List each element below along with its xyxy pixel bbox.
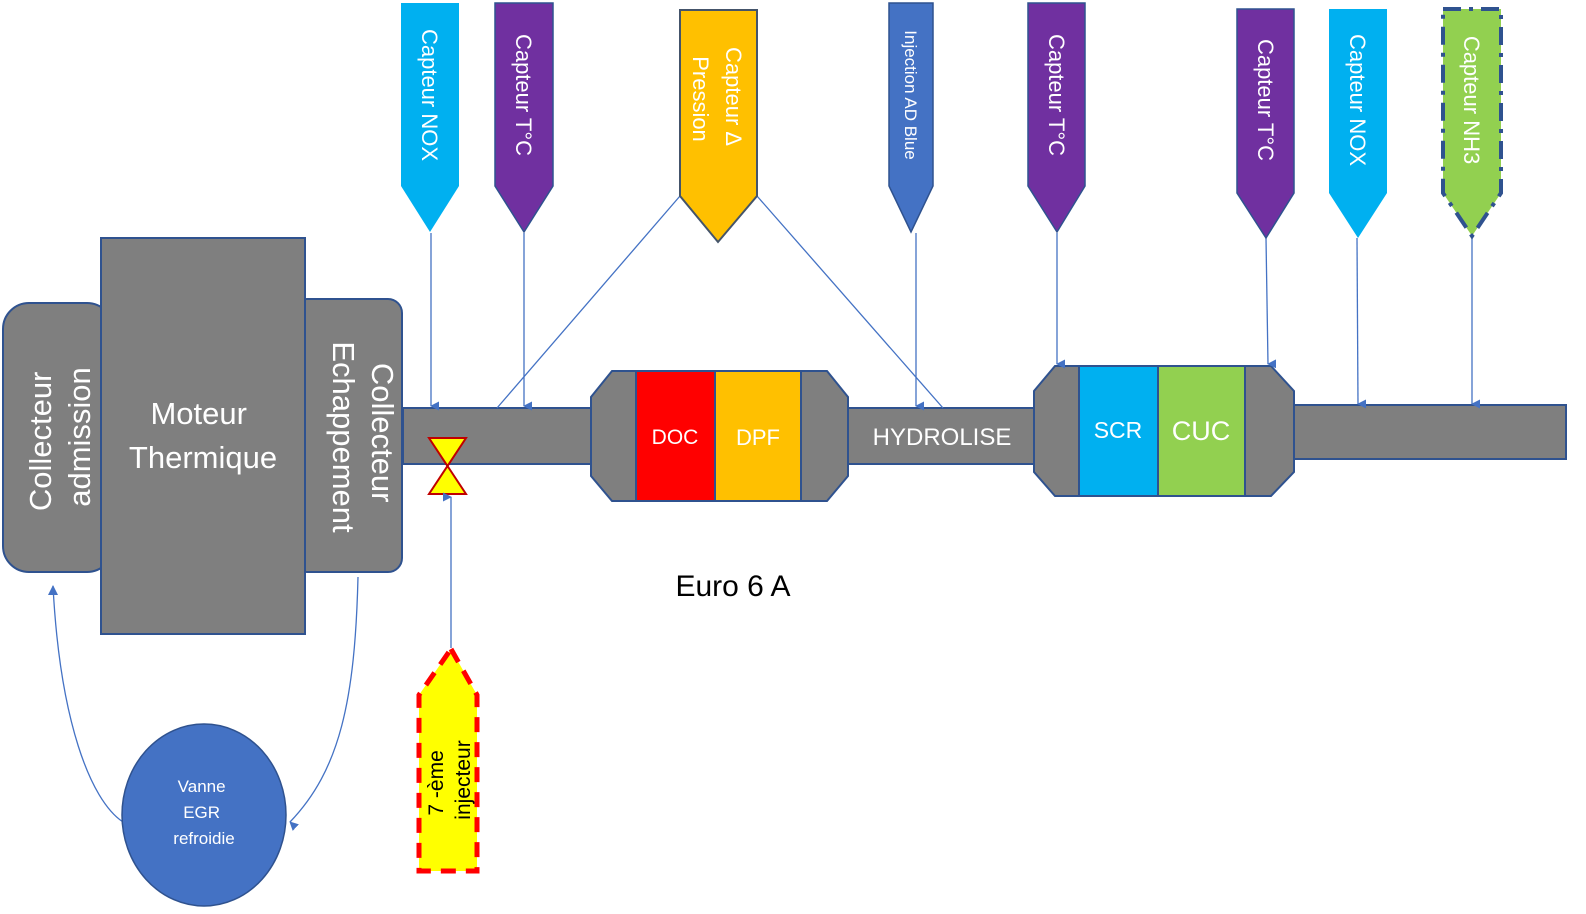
sensor-delta-pressure-tag bbox=[679, 9, 758, 244]
svg-text:Injection AD Blue: Injection AD Blue bbox=[901, 30, 920, 159]
egr-return-line bbox=[48, 585, 124, 823]
svg-text:Capteur T°C: Capteur T°C bbox=[511, 34, 536, 156]
sensor-nox-1-tag bbox=[401, 3, 459, 232]
leader-nox2 bbox=[1356, 237, 1367, 409]
doc-dpf-unit: DOC DPF bbox=[590, 370, 849, 502]
engine-block: Moteur Thermique Collecteur admission Co… bbox=[2, 237, 403, 635]
pipe-segment-tail bbox=[1293, 404, 1567, 460]
intake-label: Collecteur admission bbox=[23, 363, 97, 511]
leader-dp-upstream bbox=[496, 195, 681, 409]
injector-valve-icon bbox=[427, 437, 468, 495]
egr-feed-line bbox=[289, 576, 359, 831]
sensor-nox-2-tag bbox=[1329, 9, 1387, 238]
sensor-temp-1: Capteur T°C bbox=[494, 2, 554, 234]
egr-valve-circle bbox=[121, 723, 287, 907]
sensor-adblue-tag bbox=[888, 2, 934, 234]
svg-text:Capteur T°C: Capteur T°C bbox=[1044, 34, 1069, 156]
sensor-temp-1-tag bbox=[494, 2, 554, 234]
scr-cuc-inlet-cone bbox=[1033, 365, 1080, 497]
sensor-temp-3: Capteur T°C bbox=[1236, 8, 1295, 240]
exhaust-label-line-2: Echappement bbox=[326, 341, 361, 533]
exhaust-manifold-label: Collecteur Echappement bbox=[326, 341, 400, 533]
sensor-nox-1-label: Capteur NOX bbox=[417, 29, 442, 161]
seventh-injector-label-line-1: 7 -ème bbox=[425, 750, 448, 815]
egr-label-line-2: EGR bbox=[183, 803, 220, 822]
egr-label-line-1: Vanne bbox=[178, 777, 226, 796]
doc-dpf-outlet-cone bbox=[800, 370, 849, 502]
sensor-adblue-label: Injection AD Blue bbox=[901, 30, 920, 159]
seventh-injector-label-line-2: injecteur bbox=[452, 740, 475, 819]
sensor-nox-2: Capteur NOX bbox=[1329, 9, 1387, 238]
svg-text:Capteur Δ Pression: Capteur Δ Pression bbox=[688, 47, 746, 151]
svg-text:Vanne EGR refroidi: Vanne EGR refroidie bbox=[173, 777, 234, 848]
doc-block bbox=[635, 370, 716, 502]
hydrolise-label: HYDROLISE bbox=[873, 424, 1012, 451]
cuc-block bbox=[1157, 365, 1246, 497]
intake-label-line-2: admission bbox=[62, 367, 97, 507]
engine bbox=[100, 237, 306, 635]
sensor-nox-2-label: Capteur NOX bbox=[1345, 34, 1370, 166]
sensor-delta-pressure-label-line-2: Pression bbox=[688, 56, 713, 142]
svg-text:Capteur T°C: Capteur T°C bbox=[1253, 39, 1278, 161]
sensor-delta-pressure-label-line-1: Capteur Δ bbox=[721, 47, 746, 146]
sensor-temp-3-label: Capteur T°C bbox=[1253, 39, 1278, 161]
sensor-nh3: Capteur NH3 bbox=[1441, 7, 1503, 240]
engine-label-line-1: Moteur bbox=[150, 396, 246, 431]
exhaust-label-line-1: Collecteur bbox=[365, 363, 400, 503]
sensor-temp-2-label: Capteur T°C bbox=[1044, 34, 1069, 156]
scr-label: SCR bbox=[1094, 417, 1143, 443]
svg-text:Capteur NOX: Capteur NOX bbox=[1345, 34, 1370, 166]
sensor-delta-pressure: Capteur Δ Pression bbox=[679, 9, 758, 244]
cuc-label: CUC bbox=[1172, 416, 1231, 446]
sensor-leaders bbox=[430, 195, 1481, 411]
intake-label-line-1: Collecteur bbox=[23, 372, 58, 512]
sensor-nox-1: Capteur NOX bbox=[401, 3, 459, 232]
sensor-adblue-injection: Injection AD Blue bbox=[888, 2, 934, 234]
scr-cuc-outlet-cone bbox=[1244, 365, 1295, 497]
seventh-injector: 7 -ème injecteur bbox=[416, 644, 480, 874]
svg-text:7 -ème injecteur: 7 -ème injecteur bbox=[425, 740, 475, 819]
leader-temp3 bbox=[1265, 237, 1277, 369]
leader-dp-downstream bbox=[756, 195, 944, 409]
engine-label-line-2: Thermique bbox=[129, 440, 277, 475]
sensor-nh3-label: Capteur NH3 bbox=[1459, 36, 1484, 164]
scr-cuc-unit: SCR CUC bbox=[1033, 365, 1295, 497]
dpf-label: DPF bbox=[736, 425, 780, 450]
doc-label: DOC bbox=[652, 426, 699, 449]
sensor-temp-2: Capteur T°C bbox=[1027, 2, 1086, 234]
sensor-temp-2-tag bbox=[1027, 2, 1086, 234]
svg-text:Capteur NH3: Capteur NH3 bbox=[1459, 36, 1484, 164]
engine-label: Moteur Thermique bbox=[129, 396, 277, 475]
sensor-nh3-tag bbox=[1441, 7, 1503, 240]
svg-text:Capteur NOX: Capteur NOX bbox=[417, 29, 442, 161]
pipe-segment-1 bbox=[402, 407, 592, 465]
seventh-injector-tag bbox=[416, 644, 480, 874]
diagram-title: Euro 6 A bbox=[675, 570, 790, 603]
egr-valve: Vanne EGR refroidie bbox=[121, 723, 287, 907]
exhaust-pipe bbox=[402, 404, 1567, 465]
pipe-segment-hydrolise bbox=[847, 407, 1035, 465]
sensor-temp-3-tag bbox=[1236, 8, 1295, 240]
egr-label-line-3: refroidie bbox=[173, 829, 234, 848]
scr-block bbox=[1078, 365, 1159, 497]
sensor-temp-1-label: Capteur T°C bbox=[511, 34, 536, 156]
doc-dpf-inlet-cone bbox=[590, 370, 637, 502]
